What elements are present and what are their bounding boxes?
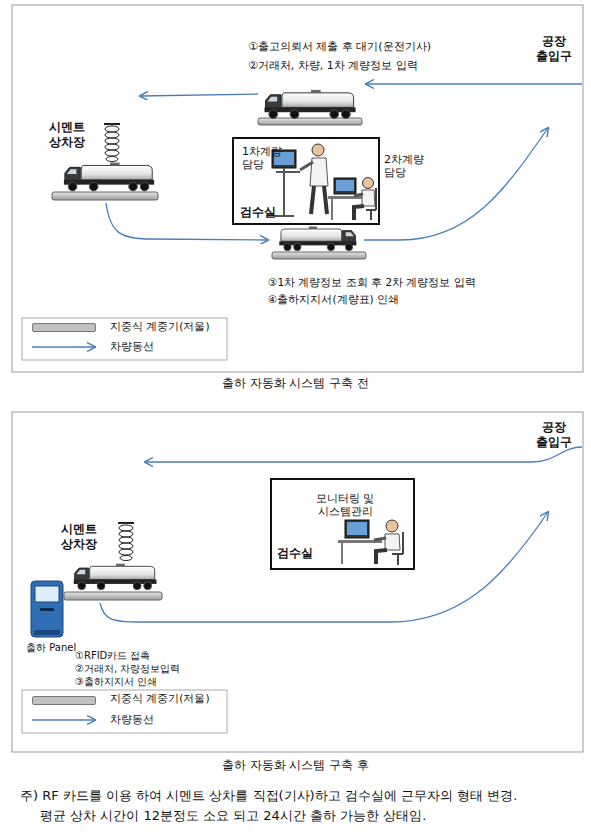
legend-text: 지중식 계중기(저울) bbox=[110, 320, 210, 333]
operator-arm bbox=[354, 194, 363, 196]
loading-spout bbox=[119, 543, 133, 549]
operator-legs bbox=[354, 206, 364, 220]
vehicle-flow bbox=[366, 83, 582, 84]
loading-spout bbox=[119, 549, 133, 555]
place-label: 공장 출입구 bbox=[530, 34, 578, 63]
vehicle-flow bbox=[100, 512, 548, 622]
panel-frame bbox=[12, 5, 583, 372]
place-label: 시멘트 상차장 bbox=[44, 120, 90, 149]
loading-spout bbox=[105, 138, 119, 144]
vehicle-flow-sample bbox=[32, 346, 95, 347]
loading-spout bbox=[105, 150, 119, 156]
keyboard-shelf bbox=[276, 171, 300, 173]
legend-swatch bbox=[32, 323, 96, 332]
kiosk-outline bbox=[30, 580, 64, 638]
chair bbox=[392, 532, 403, 565]
desk-stand bbox=[274, 215, 294, 217]
place-label: 시멘트 상차장 bbox=[56, 522, 102, 551]
step-text: ④출하지지서(계량표) 인쇄 bbox=[268, 293, 399, 306]
tanker-truck bbox=[279, 227, 356, 251]
tanker-truck bbox=[265, 90, 356, 119]
desk-leg bbox=[331, 199, 333, 220]
operator-head bbox=[386, 520, 398, 532]
weighbridge bbox=[52, 192, 158, 200]
figure-caption: 출하 자동화 시스템 구축 전 bbox=[0, 376, 591, 391]
loading-spout bbox=[118, 522, 134, 524]
step-text: ①RFID카드 접촉 bbox=[75, 650, 151, 662]
place-label: 공장 출입구 bbox=[530, 420, 578, 449]
step-text: ③출하지지서 인쇄 bbox=[75, 676, 157, 688]
operator-arm bbox=[374, 538, 386, 540]
monitor-screen bbox=[347, 522, 367, 535]
room-label: 검수실 bbox=[240, 205, 276, 220]
chair bbox=[366, 188, 376, 220]
loading-spout bbox=[119, 525, 133, 531]
legend-text: 지중식 계중기(저울) bbox=[110, 692, 210, 705]
vehicle-flow bbox=[145, 447, 582, 462]
role-label: 모니터링 및 시스템관리 bbox=[310, 492, 380, 519]
step-text: ②거래처, 차량정보입력 bbox=[75, 663, 180, 675]
kiosk-body bbox=[31, 581, 63, 637]
loading-spout bbox=[119, 531, 133, 537]
operator-body bbox=[385, 534, 400, 550]
loading-spout bbox=[119, 537, 133, 543]
role-label: 2차계량 담당 bbox=[384, 153, 430, 180]
operator-legs bbox=[311, 186, 327, 214]
loading-spout bbox=[105, 132, 119, 138]
loading-spout bbox=[104, 123, 120, 125]
tanker-truck bbox=[64, 163, 154, 191]
panel-label: 출하 Panel bbox=[26, 642, 76, 654]
inspection-room: 모니터링 및 시스템관리검수실 bbox=[270, 478, 415, 570]
inspection-room: 1차계량 담당2차계량 담당검수실 bbox=[232, 137, 380, 225]
role-label: 1차계량 담당 bbox=[242, 145, 288, 172]
room-label: 검수실 bbox=[277, 546, 313, 561]
monitor bbox=[345, 520, 369, 538]
operator-head bbox=[312, 144, 324, 156]
weighbridge bbox=[272, 252, 366, 259]
panel-frame bbox=[12, 412, 583, 752]
operator-head bbox=[363, 178, 374, 189]
tanker-truck bbox=[74, 564, 157, 590]
operator-legs bbox=[376, 550, 387, 564]
legend-line-sample bbox=[32, 341, 102, 353]
legend-frame bbox=[22, 690, 227, 733]
figure-caption: 출하 자동화 시스템 구축 후 bbox=[0, 758, 591, 773]
desk-stand bbox=[283, 168, 285, 216]
loading-spout bbox=[106, 157, 118, 162]
card-reader bbox=[40, 608, 54, 611]
legend-line-sample bbox=[32, 714, 102, 726]
desk-leg bbox=[341, 543, 343, 564]
legend-swatch bbox=[32, 696, 96, 705]
legend-frame bbox=[22, 318, 227, 360]
vehicle-flow-sample bbox=[32, 719, 95, 720]
loading-spout bbox=[105, 144, 119, 150]
kiosk-base bbox=[34, 630, 60, 635]
vehicle-flow bbox=[140, 94, 258, 96]
shipping-panel: 출하 Panel bbox=[30, 580, 64, 638]
vehicle-flow bbox=[364, 128, 548, 240]
kiosk-screen bbox=[35, 586, 59, 602]
legend-text: 차량동선 bbox=[110, 340, 154, 353]
weighbridge bbox=[258, 118, 362, 125]
step-text: ①출고의뢰서 제출 후 대기(운전기사) bbox=[248, 40, 431, 53]
monitor bbox=[334, 178, 356, 194]
loading-spout bbox=[120, 556, 132, 561]
operator-body bbox=[362, 190, 375, 206]
weighbridge bbox=[64, 592, 162, 600]
monitor-screen bbox=[336, 180, 354, 191]
loading-spout bbox=[105, 126, 119, 132]
footnote: 주) RF 카드를 이용 하여 시멘트 상차를 직접(기사)하고 검수실에 근무… bbox=[20, 786, 525, 826]
step-text: ③1차 계량정보 조회 후 2차 계량정보 입력 bbox=[268, 276, 476, 289]
operator-arm bbox=[300, 162, 313, 170]
legend-text: 차량동선 bbox=[110, 713, 154, 726]
step-text: ②거래처, 차량, 1차 계량정보 입력 bbox=[248, 59, 418, 72]
